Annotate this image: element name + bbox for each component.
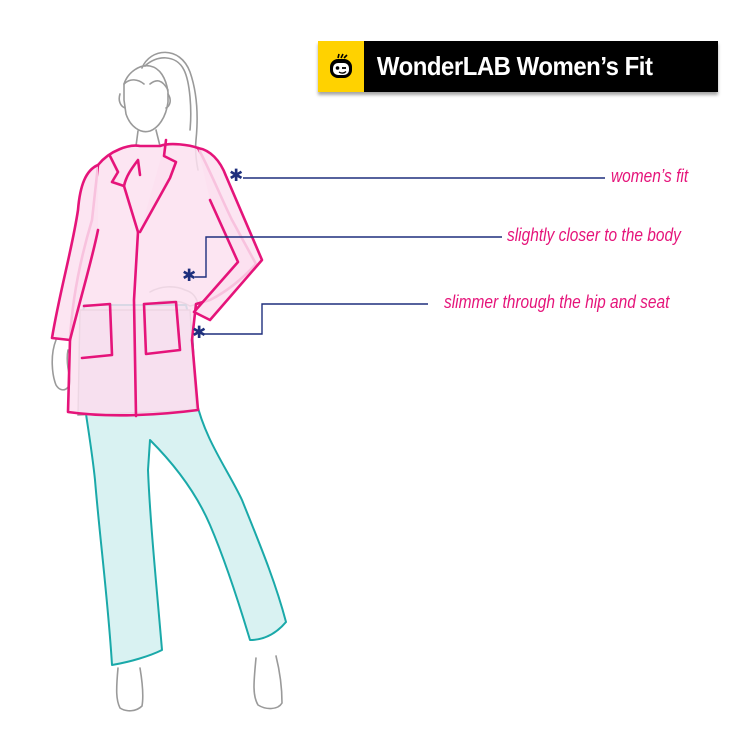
figure-jacket — [50, 138, 264, 418]
title-banner: WonderLAB Women’s Fit — [318, 41, 718, 92]
callout-line-closer-to-body — [195, 236, 502, 278]
callout-label-closer-to-body: slightly closer to the body — [507, 225, 681, 245]
callout-line-hip-seat — [204, 303, 428, 335]
callout-label-hip-seat: slimmer through the hip and seat — [444, 292, 670, 312]
logo-box — [318, 41, 364, 92]
winking-face-icon — [330, 53, 352, 78]
callout-marker-hip-seat: ✱ — [192, 323, 207, 343]
callout-marker-closer-to-body: ✱ — [182, 266, 197, 286]
callout-marker-womens-fit: ✱ — [229, 166, 244, 186]
callout-lines — [195, 177, 605, 335]
banner-title: WonderLAB Women’s Fit — [376, 51, 653, 81]
callout-label-womens-fit: women’s fit — [611, 166, 689, 186]
